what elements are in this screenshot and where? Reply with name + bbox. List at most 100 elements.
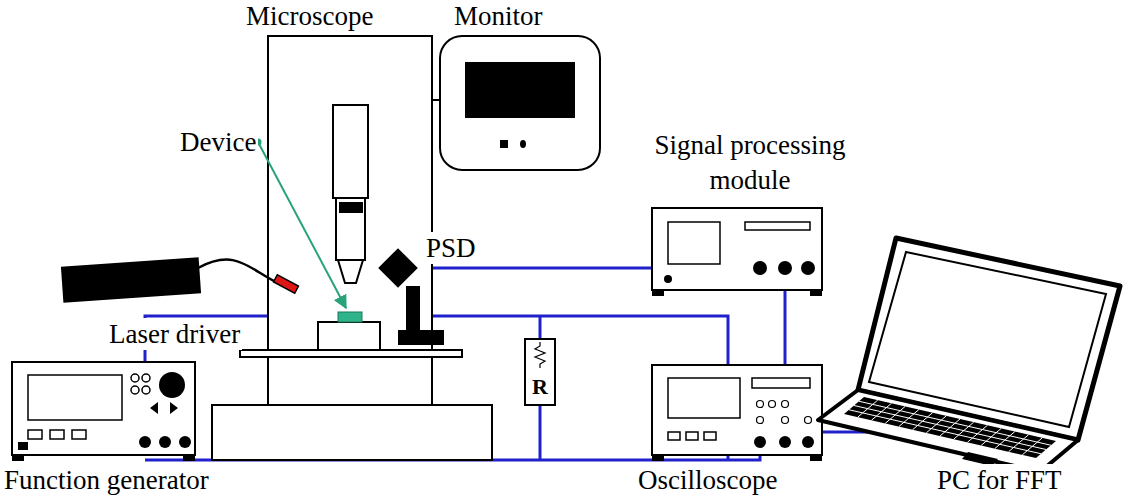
keyboard-keys	[849, 400, 1051, 455]
stage-column	[268, 357, 432, 405]
fg-foot	[183, 455, 195, 461]
fg-terminal	[179, 436, 191, 448]
signal-wires	[145, 268, 900, 460]
scope-button	[686, 432, 698, 440]
key-line	[1022, 438, 1042, 455]
device-leader	[258, 142, 346, 308]
part-label: Device	[178, 126, 258, 158]
fg-foot	[12, 455, 24, 461]
objective-tip	[338, 260, 363, 283]
fg-power	[18, 442, 28, 450]
function-generator	[12, 362, 195, 461]
oscilloscope	[652, 365, 822, 461]
module-slot	[745, 222, 810, 230]
laptop	[818, 238, 1120, 472]
scope-knobs	[757, 401, 812, 424]
instrument-label: Function generator	[2, 464, 211, 496]
signal-processing-module	[652, 208, 822, 296]
laptop-base	[818, 390, 1078, 472]
fg-key	[142, 386, 150, 394]
objective-tube	[333, 105, 368, 198]
scope-housing	[652, 365, 822, 455]
module-terminal	[778, 261, 792, 275]
key-line	[871, 403, 891, 420]
key-line	[849, 410, 1041, 454]
fg-key	[142, 374, 150, 382]
laser-driver	[61, 257, 299, 303]
key-line	[858, 400, 878, 417]
monitor-button	[500, 140, 508, 148]
laser-tip	[274, 275, 299, 293]
device-holder	[318, 322, 380, 350]
psd-sensor	[378, 248, 418, 288]
key-line	[940, 419, 960, 436]
psd-post	[406, 286, 420, 330]
objective-lens	[336, 198, 365, 260]
scope-panel	[752, 378, 810, 388]
key-line	[913, 413, 933, 430]
monitor	[440, 36, 600, 170]
resistor-zigzag	[526, 342, 554, 368]
monitor-led	[520, 140, 526, 148]
module-foot	[810, 290, 822, 296]
instrument-label: Monitor	[452, 0, 545, 32]
key-line	[926, 416, 946, 433]
scope-button	[668, 432, 680, 440]
microscope-base	[212, 405, 492, 460]
scope-knob	[782, 401, 789, 408]
resistor-symbol: R	[524, 338, 556, 406]
module-terminal	[753, 261, 767, 275]
resistor-label: R	[526, 376, 554, 398]
objective-band	[340, 203, 362, 212]
laser-body	[61, 257, 201, 303]
scope-knob	[769, 401, 776, 408]
key-line	[854, 406, 1046, 450]
fg-key	[131, 374, 139, 382]
scope-knob	[782, 417, 789, 424]
module-foot	[652, 290, 664, 296]
scope-terminal	[754, 436, 766, 448]
stage-plate	[240, 350, 462, 357]
laser-cable	[198, 260, 276, 282]
instrument-label: PC for FFT	[935, 464, 1064, 496]
device-chip	[338, 312, 362, 322]
monitor-cable	[432, 99, 440, 101]
scope-foot	[652, 455, 664, 461]
module-switch	[664, 275, 672, 283]
key-line	[995, 432, 1015, 449]
key-line	[885, 406, 905, 423]
scope-foot	[810, 455, 822, 461]
fg-dial	[159, 372, 185, 398]
fg-arrows	[150, 402, 178, 414]
scope-knob	[757, 417, 764, 424]
fg-terminal	[139, 436, 151, 448]
scope-terminal	[779, 436, 791, 448]
scope-terminal	[802, 436, 814, 448]
fg-key	[131, 386, 139, 394]
psd-base	[398, 330, 444, 345]
key-line	[967, 425, 987, 442]
fg-button	[72, 430, 86, 439]
instrument-label: Oscilloscope	[636, 464, 779, 496]
instrument-label: Signal processing module	[633, 128, 867, 198]
key-line	[899, 410, 919, 427]
instrument-label: Microscope	[244, 0, 375, 32]
module-housing	[652, 208, 822, 290]
scope-knob	[757, 401, 764, 408]
instrument-label: Laser driver	[107, 318, 242, 350]
fg-display	[28, 375, 122, 420]
part-label: PSD	[424, 232, 478, 264]
key-line	[1009, 435, 1029, 452]
fg-button	[50, 430, 64, 439]
resistor-zigzag-line	[535, 342, 545, 368]
key-line	[981, 428, 1001, 445]
fg-housing	[12, 362, 195, 455]
laptop-keyboard	[844, 397, 1056, 458]
module-terminal	[801, 261, 815, 275]
scope-button	[704, 432, 716, 440]
microscope-body	[268, 36, 432, 350]
fg-button	[28, 430, 42, 439]
monitor-screen	[465, 62, 575, 118]
